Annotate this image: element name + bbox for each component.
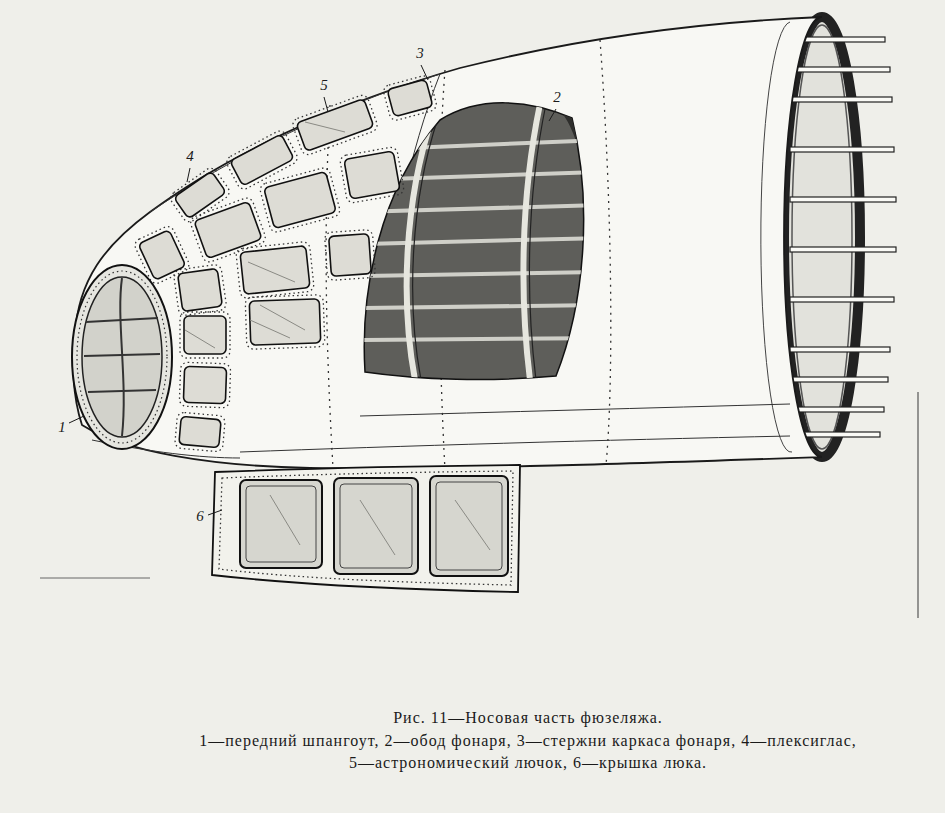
- page-rule: [40, 578, 150, 579]
- figure-caption: Рис. 11—Носовая часть фюзеляжа.: [393, 709, 663, 727]
- page-rule: [917, 392, 918, 618]
- callout-number: 1: [58, 419, 66, 436]
- callout-number: 3: [416, 45, 424, 62]
- nose-cap: [72, 265, 172, 449]
- caption-key-line: 5—астрономический лючок, 6—крышка люка.: [349, 754, 707, 772]
- skin-edge: [761, 22, 792, 452]
- rear-frame: [784, 17, 896, 457]
- rivet-lines: [326, 40, 611, 470]
- callout-number: 6: [196, 508, 204, 525]
- canopy-cutaway: [360, 100, 620, 390]
- fuselage-skin: [73, 17, 822, 468]
- hatch-cover: [212, 465, 520, 592]
- canopy-frame: [133, 74, 438, 452]
- callout-number: 5: [320, 77, 328, 94]
- callout-number: 2: [553, 89, 561, 106]
- leader-lines: [69, 65, 556, 515]
- caption-key-line: 1—передний шпангоут, 2—обод фонаря, 3—ст…: [199, 732, 857, 750]
- callout-number: 4: [186, 148, 194, 165]
- skin-lines: [92, 74, 790, 458]
